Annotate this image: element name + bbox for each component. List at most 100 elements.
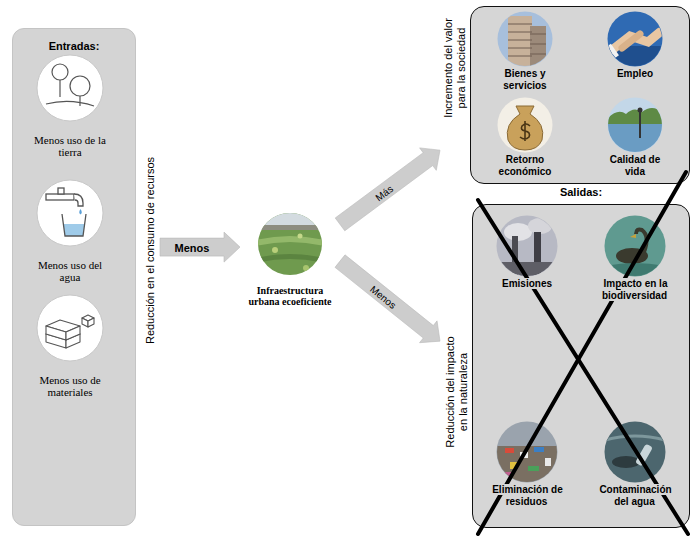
- water-icon-part: [79, 209, 82, 215]
- materials-icon-part-part: [88, 318, 94, 327]
- heading-wrap: Salidas:: [472, 186, 690, 199]
- water-icon: [37, 180, 103, 246]
- rotated-heading: Incremento del valor para la sociedad: [442, 9, 468, 127]
- green-roof-photo-part: [256, 254, 324, 263]
- text-wrap: Contaminación del agua: [590, 484, 680, 508]
- item-label: Impacto en la biodiversidad: [602, 278, 668, 301]
- materials-icon-part: [46, 315, 94, 348]
- land-icon: [37, 55, 103, 121]
- handshake-photo-part-part: [601, 44, 619, 62]
- item-label: Emisiones: [501, 278, 553, 289]
- text-wrap: Infraestructura urbana ecoeficiente: [240, 285, 340, 307]
- biodiversity-photo-part-part: [630, 234, 636, 238]
- waste-photo-part-part: [534, 447, 544, 452]
- handshake-photo-part: [601, 32, 662, 68]
- green-roof-photo-part: [256, 225, 324, 230]
- handshake-photo-part-part: [622, 34, 640, 48]
- panel-heading: Entradas:: [12, 40, 136, 53]
- money-bag-photo: [498, 98, 553, 153]
- materials-icon-part-part: [66, 326, 80, 340]
- text-wrap: Bienes y servicios: [490, 68, 560, 92]
- waste-photo-part-part: [528, 466, 539, 471]
- money-bag-photo-part-part: [520, 121, 530, 141]
- green-roof-photo-part: [272, 247, 278, 253]
- waste-photo-part-part: [545, 458, 551, 466]
- edge-label: Más: [372, 182, 397, 204]
- building-photo-part-part: [508, 24, 546, 56]
- water-pollution-photo-part-part: [612, 456, 640, 468]
- lake-photo-part: [608, 108, 662, 153]
- materials-icon-part-part: [82, 318, 88, 327]
- handshake-photo: [601, 12, 662, 69]
- water-icon-part-part: [46, 194, 74, 200]
- water-icon-part-part: [58, 188, 64, 194]
- rotated-heading: Reducción del impacto en la naturaleza: [444, 331, 470, 453]
- lake-photo-part-part: [638, 108, 643, 113]
- item-label: Contaminación del agua: [598, 484, 671, 507]
- text-wrap: Calidad de vida: [600, 154, 670, 178]
- edge-label: Menos: [173, 242, 212, 254]
- lake-photo-part: [608, 98, 663, 153]
- building-photo-part: [508, 16, 546, 66]
- water-icon-part-part: [62, 214, 86, 236]
- handshake-photo-part-part: [612, 32, 660, 50]
- cross-mark-part: [478, 200, 688, 534]
- cross-mark-part: [478, 172, 686, 534]
- money-bag-photo-part: [507, 106, 543, 150]
- land-icon-part: [37, 55, 103, 121]
- text-wrap: Retorno económico: [490, 154, 560, 178]
- edge-label: Menos: [366, 283, 399, 313]
- text-wrap: Menos uso del agua: [30, 259, 110, 283]
- water-pollution-photo-part-part: [605, 436, 665, 440]
- land-icon-part-part: [46, 101, 94, 106]
- edge-label-wrap: Menos: [365, 279, 403, 314]
- block-arrow: [335, 255, 440, 343]
- green-roof-photo-part: [298, 234, 303, 239]
- text-wrap: Impacto en la biodiversidad: [590, 278, 680, 302]
- materials-icon: [37, 295, 103, 361]
- building-photo-part: [498, 12, 553, 67]
- cross-mark: [478, 172, 688, 534]
- water-icon-part: [64, 224, 85, 236]
- lake-photo: [608, 98, 663, 153]
- text-wrap: Menos uso de la tierra: [30, 134, 110, 158]
- text-wrap: Empleo: [600, 68, 670, 80]
- land-icon-part-part: [59, 80, 60, 97]
- emissions-photo-part-part: [497, 262, 557, 276]
- green-roof-photo-part: [256, 211, 324, 279]
- lake-photo-part-part: [608, 108, 662, 124]
- item-label: Retorno económico: [499, 154, 552, 177]
- green-roof-photo-part: [256, 211, 324, 225]
- land-icon-part-part: [79, 96, 80, 106]
- biodiversity-photo-part-part: [605, 263, 665, 276]
- item-label: Bienes y servicios: [503, 68, 546, 91]
- materials-icon-part: [37, 295, 103, 361]
- heading-wrap: Incremento del valor para la sociedad: [442, 9, 468, 127]
- lake-photo-part-part: [608, 124, 662, 152]
- biodiversity-photo-part: [605, 230, 665, 277]
- building-photo: [498, 12, 553, 67]
- item-label: Menos uso del agua: [38, 259, 102, 283]
- building-photo-part-part: [530, 26, 546, 66]
- panel-heading: Salidas:: [472, 186, 690, 199]
- water-icon-part-part: [74, 194, 83, 206]
- materials-icon-part-part: [46, 326, 66, 340]
- money-bag-photo-part: [498, 98, 553, 153]
- money-bag-photo-part-part: [507, 106, 543, 150]
- item-label: Menos uso de la tierra: [34, 134, 106, 158]
- lake-photo-part-part: [639, 112, 641, 138]
- text-wrap: Emisiones: [482, 278, 572, 290]
- item-label: Menos uso de materiales: [39, 374, 100, 398]
- block-arrow: [335, 148, 440, 231]
- item-label: Empleo: [617, 68, 653, 79]
- text-wrap: Menos uso de materiales: [30, 374, 110, 398]
- water-icon-part: [37, 180, 103, 246]
- heading-wrap: Entradas:: [12, 40, 136, 53]
- edge-label-wrap: Menos: [173, 238, 212, 256]
- rotated-heading: Reducción en el consumo de recursos: [144, 156, 157, 343]
- edge-label-wrap: Más: [369, 178, 398, 206]
